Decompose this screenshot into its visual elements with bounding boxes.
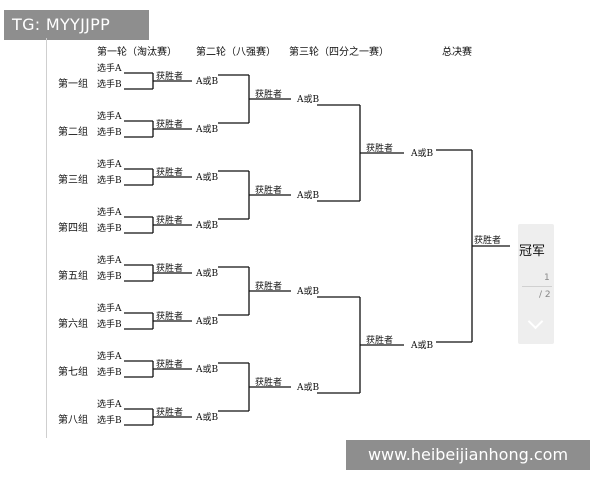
player-b-label: 选手B [97,128,122,138]
round2-result-label: A或B [297,287,320,297]
champion-panel [518,224,554,344]
header-round1: 第一轮（淘汰赛） [97,47,177,58]
player-a-label: 选手A [97,112,122,122]
group-label: 第一组 [58,79,88,90]
player-a-label: 选手A [97,400,122,410]
player-b-label: 选手B [97,416,122,426]
group-label: 第七组 [58,367,88,378]
player-a-label: 选手A [97,160,122,170]
pager-current: 1 [544,273,550,283]
player-a-label: 选手A [97,208,122,218]
player-b-label: 选手B [97,224,122,234]
header-final: 总决赛 [442,47,472,58]
pager-total: / 2 [539,290,551,300]
round3-winner-label: 获胜者 [366,336,394,346]
round1-result-label: A或B [196,221,219,231]
final-winner-label: 获胜者 [474,236,502,246]
round2-result-label: A或B [297,191,320,201]
group-label: 第六组 [58,319,88,330]
player-b-label: 选手B [97,272,122,282]
round1-winner-label: 获胜者 [156,408,184,418]
round1-result-label: A或B [196,365,219,375]
watermark-top: TG: MYYJJPP [4,10,149,40]
player-b-label: 选手B [97,368,122,378]
group-label: 第三组 [58,175,88,186]
round2-result-label: A或B [297,383,320,393]
round1-winner-label: 获胜者 [156,168,184,178]
round1-winner-label: 获胜者 [156,312,184,322]
round3-result-label: A或B [411,149,434,159]
round3-winner-label: 获胜者 [366,144,394,154]
round2-winner-label: 获胜者 [255,282,283,292]
group-label: 第四组 [58,223,88,234]
round1-result-label: A或B [196,77,219,87]
round1-winner-label: 获胜者 [156,72,184,82]
pager-divider [522,286,552,287]
player-b-label: 选手B [97,80,122,90]
player-b-label: 选手B [97,320,122,330]
group-label: 第二组 [58,127,88,138]
player-a-label: 选手A [97,256,122,266]
round1-winner-label: 获胜者 [156,216,184,226]
round1-result-label: A或B [196,173,219,183]
player-a-label: 选手A [97,64,122,74]
player-a-label: 选手A [97,352,122,362]
group-label: 第五组 [58,271,88,282]
round1-result-label: A或B [196,125,219,135]
round1-result-label: A或B [196,317,219,327]
player-a-label: 选手A [97,304,122,314]
round1-winner-label: 获胜者 [156,264,184,274]
round2-winner-label: 获胜者 [255,378,283,388]
round1-result-label: A或B [196,413,219,423]
group-label: 第八组 [58,415,88,426]
round2-result-label: A或B [297,95,320,105]
round2-winner-label: 获胜者 [255,186,283,196]
left-divider [46,38,47,438]
watermark-bottom: www.heibeijianhong.com [346,440,590,470]
round1-winner-label: 获胜者 [156,120,184,130]
header-round2: 第二轮（八强赛） [196,47,276,58]
round3-result-label: A或B [411,341,434,351]
player-b-label: 选手B [97,176,122,186]
round1-result-label: A或B [196,269,219,279]
round2-winner-label: 获胜者 [255,90,283,100]
header-round3: 第三轮（四分之一赛） [289,47,389,58]
round1-winner-label: 获胜者 [156,360,184,370]
champion-label: 冠军 [519,244,546,259]
